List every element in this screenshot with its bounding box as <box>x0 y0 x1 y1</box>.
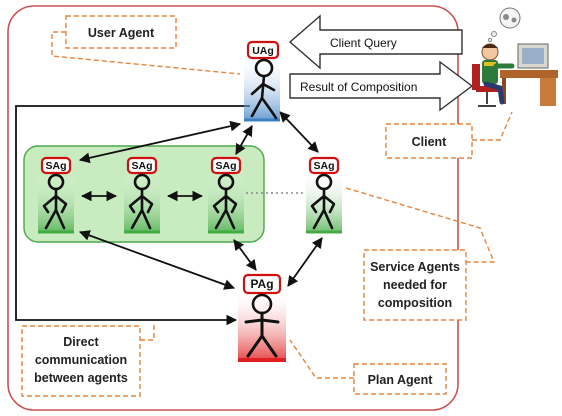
direct-label-line3: between agents <box>34 371 128 385</box>
sag-badge: SAg <box>132 160 153 172</box>
service-agents-callout: Service Agents needed for composition <box>345 187 496 321</box>
plan-agent-label: Plan Agent <box>368 373 434 387</box>
result-of-composition-label: Result of Composition <box>300 80 417 94</box>
service-agents-label-line3: composition <box>378 296 452 310</box>
user-agent-label: User Agent <box>88 26 155 40</box>
result-of-composition-arrow: Result of Composition <box>289 60 474 112</box>
service-agent-4: SAg <box>306 156 342 234</box>
uag-badge: UAg <box>252 45 274 57</box>
service-agent-1: SAg <box>38 156 74 234</box>
direct-communication-callout: Direct communication between agents <box>21 322 155 397</box>
service-agents-label-line2: needed for <box>383 278 447 292</box>
connections <box>15 105 323 326</box>
client-query-arrow: Client Query <box>288 14 463 70</box>
client-callout: Client <box>385 111 513 159</box>
sag-badge: SAg <box>314 160 335 172</box>
service-agent-3: SAg <box>208 156 244 234</box>
direct-label-line1: Direct <box>63 335 99 349</box>
service-agents-label-line1: Service Agents <box>370 260 460 274</box>
client-label: Client <box>412 135 448 149</box>
pag-badge: PAg <box>250 277 273 291</box>
user-agent-figure: UAg <box>244 40 280 122</box>
user-agent-callout: User Agent <box>51 15 241 75</box>
plan-agent-figure: PAg <box>238 273 286 362</box>
sag-badge: SAg <box>46 160 67 172</box>
direct-label-line2: communication <box>35 353 127 367</box>
sag-badge: SAg <box>216 160 237 172</box>
client-person-icon <box>472 7 558 107</box>
plan-agent-callout: Plan Agent <box>289 339 447 395</box>
client-query-label: Client Query <box>330 36 397 50</box>
service-agent-2: SAg <box>124 156 160 234</box>
